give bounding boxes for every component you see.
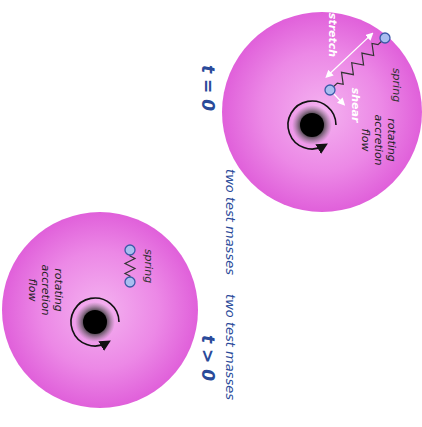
rotation-arrow (71, 298, 119, 346)
stretch-arrow (328, 35, 372, 76)
rotation-arrow (288, 101, 336, 149)
accretion-flow: rotating accretion flow (2, 212, 198, 408)
caption-note: two test masses (223, 294, 237, 400)
test-mass (125, 277, 135, 287)
spring-symbol (330, 38, 385, 90)
test-mass (325, 85, 335, 95)
flow-label: rotating accretion flow (359, 109, 398, 171)
time-label: t = 0 (199, 65, 218, 111)
stretch-label: stretch (326, 13, 338, 57)
flow-disc (2, 212, 198, 408)
time-label: t > 0 (199, 335, 218, 381)
test-mass (380, 33, 390, 43)
flow-disc (222, 12, 422, 212)
accretion-flow: rotating accretion flow (222, 12, 422, 212)
black-hole (75, 302, 115, 342)
spring-label: spring (142, 249, 154, 283)
spring-symbol (125, 250, 135, 282)
shear-label: shear (349, 88, 361, 123)
flow-label: rotating accretion flow (26, 259, 65, 321)
black-hole (292, 105, 332, 145)
caption-note: two test masses (223, 169, 237, 275)
spring-label: spring (390, 68, 402, 102)
shear-arrow (333, 93, 343, 104)
test-mass (125, 245, 135, 255)
